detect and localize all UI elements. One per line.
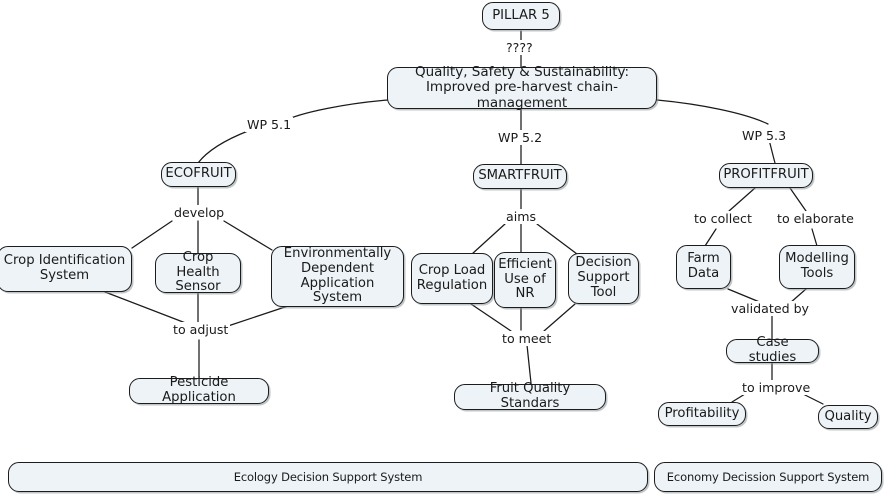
- edge-label-aims-text: aims: [506, 209, 537, 224]
- node-pesticide-application[interactable]: Pesticide Application: [129, 375, 269, 405]
- edge-label-to-meet-text: to meet: [502, 331, 552, 346]
- node-ecofruit-label: ECOFRUIT: [165, 166, 232, 182]
- node-pillar-5-label: PILLAR 5: [492, 7, 550, 23]
- node-modelling-line-2: Tools: [800, 266, 834, 281]
- node-decision-line-3: Tool: [590, 284, 617, 300]
- edge-elaborate-to-modelling: [811, 228, 818, 247]
- node-crop-health-line-1: Crop Health: [176, 249, 220, 280]
- edge-label-to-elaborate-text: to elaborate: [777, 211, 854, 226]
- edge-label-to-collect: to collect: [692, 211, 754, 226]
- node-decision-line-1: Decision: [575, 255, 632, 271]
- edge-label-to-meet: to meet: [500, 331, 554, 346]
- edge-decision-to-meet: [543, 303, 576, 332]
- node-quality-leaf-label: Quality: [824, 408, 872, 424]
- node-crop-identification-line-1: Crop Identification: [3, 253, 126, 269]
- node-efficient-use-of-nr[interactable]: Efficient Use of NR: [494, 252, 556, 308]
- economy-bar-label: Economy Decission Support System: [666, 470, 870, 484]
- edge-label-wp-5-2-text: WP 5.2: [498, 130, 543, 145]
- node-crop-identification-line-2: System: [39, 268, 90, 283]
- node-farm-data-line-1: Farm: [687, 251, 720, 267]
- edge-improve-to-quality: [802, 393, 824, 405]
- node-farm-data[interactable]: Farm Data: [676, 245, 731, 289]
- edge-label-validated-by-text: validated by: [731, 301, 810, 316]
- edge-label-aims: aims: [504, 209, 539, 224]
- node-case-studies-label: Case studies: [748, 335, 797, 365]
- edge-label-develop-text: develop: [174, 205, 225, 220]
- node-crop-health-sensor[interactable]: Crop Health Sensor: [155, 249, 241, 295]
- edge-label-wp-5-1: WP 5.1: [245, 117, 294, 132]
- edge-label-validated-by: validated by: [729, 301, 812, 316]
- node-crop-load-line-2: Regulation: [416, 277, 488, 293]
- edge-label-wp-5-2: WP 5.2: [496, 130, 545, 145]
- edge-quality-to-wp51: [281, 99, 389, 123]
- edge-label-to-collect-text: to collect: [694, 211, 752, 226]
- node-profitability[interactable]: Profitability: [658, 402, 746, 426]
- node-quality-line-1: Quality, Safety & Sustainability:: [414, 64, 630, 81]
- node-efficient-line-1: Efficient: [498, 256, 552, 272]
- ecology-bar-label: Ecology Decision Support System: [233, 470, 423, 484]
- ecology-decision-support-system-bar[interactable]: Ecology Decision Support System: [8, 462, 648, 492]
- node-decision-line-2: Support: [577, 270, 630, 286]
- edge-label-to-elaborate: to elaborate: [775, 211, 856, 226]
- node-profitfruit[interactable]: PROFITFRUIT: [719, 163, 813, 188]
- edge-label-wp-5-3: WP 5.3: [740, 128, 789, 143]
- edge-improve-to-profitability: [731, 393, 746, 403]
- node-quality-line-2: Improved pre-harvest chain-management: [425, 79, 619, 111]
- edge-develop-to-envdep: [223, 220, 273, 251]
- node-decision-support-tool[interactable]: Decision Support Tool: [568, 253, 639, 304]
- node-crop-health-line-2: Sensor: [175, 279, 221, 295]
- edge-develop-to-cropid: [131, 220, 173, 249]
- node-crop-load-line-1: Crop Load: [418, 262, 486, 278]
- edge-label-to-improve: to improve: [740, 380, 813, 395]
- node-efficient-line-2: Use of: [504, 271, 546, 287]
- node-environmentally-dependent-application-system[interactable]: Environmentally Dependent Application Sy…: [271, 246, 404, 307]
- node-quality[interactable]: Quality: [818, 405, 878, 429]
- node-farm-data-line-2: Data: [687, 266, 720, 281]
- node-envdep-line-3: Application System: [300, 275, 375, 306]
- edge-label-unknown-text: ????: [506, 40, 533, 55]
- node-smartfruit[interactable]: SMARTFRUIT: [473, 164, 567, 189]
- edge-label-develop: develop: [172, 205, 227, 220]
- node-crop-identification-system[interactable]: Crop Identification System: [0, 246, 132, 292]
- node-modelling-tools[interactable]: Modelling Tools: [779, 245, 855, 289]
- edge-label-unknown: ????: [504, 40, 535, 55]
- node-crop-load-regulation[interactable]: Crop Load Regulation: [411, 253, 493, 304]
- node-ecofruit[interactable]: ECOFRUIT: [161, 162, 236, 187]
- node-profitability-label: Profitability: [664, 405, 740, 421]
- node-pillar-5[interactable]: PILLAR 5: [482, 2, 560, 30]
- node-fruit-quality-standars[interactable]: Fruit Quality Standars: [454, 381, 606, 411]
- edge-profitfruit-to-collect: [728, 187, 756, 212]
- node-quality-safety-sustainability[interactable]: Quality, Safety & Sustainability: Improv…: [387, 64, 657, 111]
- economy-decission-support-system-bar[interactable]: Economy Decission Support System: [654, 462, 882, 492]
- node-efficient-line-3: NR: [515, 286, 535, 302]
- node-smartfruit-label: SMARTFRUIT: [478, 168, 562, 184]
- edge-label-to-adjust: to adjust: [171, 322, 231, 337]
- node-case-studies[interactable]: Case studies: [726, 335, 819, 365]
- edge-wp51-to-ecofruit: [197, 130, 249, 164]
- node-profitfruit-label: PROFITFRUIT: [723, 167, 809, 183]
- edge-envdep-to-adjust: [227, 305, 289, 327]
- edge-quality-to-wp53: [656, 99, 769, 125]
- edge-profitfruit-to-elaborate: [789, 187, 807, 212]
- edge-collect-to-farmdata: [704, 228, 717, 247]
- node-envdep-line-1: Environmentally: [283, 245, 392, 261]
- node-modelling-line-1: Modelling: [785, 251, 849, 267]
- edge-meet-to-fruitstd: [526, 344, 532, 384]
- edge-cropload-to-meet: [470, 303, 512, 332]
- node-pesticide-label: Pesticide Application: [162, 375, 236, 405]
- edge-aims-to-decision: [536, 223, 578, 255]
- edge-label-to-adjust-text: to adjust: [173, 322, 229, 337]
- edge-label-wp-5-1-text: WP 5.1: [247, 117, 292, 132]
- edge-label-wp-5-3-text: WP 5.3: [742, 128, 787, 143]
- node-envdep-line-2: Dependent: [300, 260, 375, 276]
- edge-aims-to-cropload: [471, 223, 506, 255]
- edge-label-to-improve-text: to improve: [742, 380, 811, 395]
- node-fruit-quality-label: Fruit Quality Standars: [489, 381, 571, 411]
